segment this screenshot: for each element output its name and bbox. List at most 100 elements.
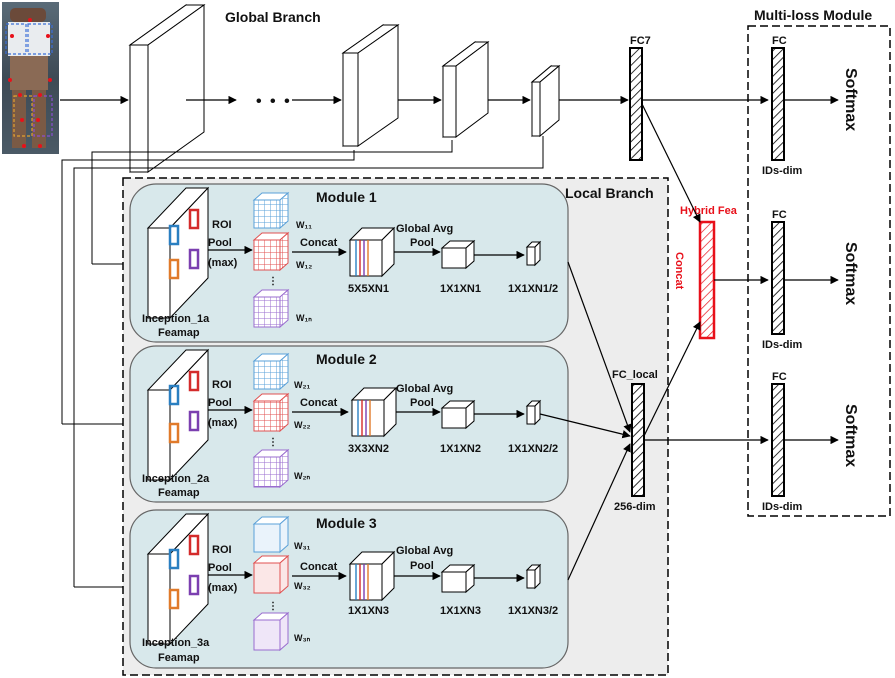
module-3-roi-1: ROI xyxy=(212,544,232,556)
global-branch-title: Global Branch xyxy=(225,9,321,25)
global-conv-block-4 xyxy=(532,66,559,136)
module-1-gap-1: Global Avg xyxy=(396,223,453,235)
module-1-w-bot xyxy=(254,290,288,327)
module-1-roi-3: (max) xyxy=(208,257,238,269)
module-1-title: Module 1 xyxy=(316,189,377,205)
module-2-gap-1: Global Avg xyxy=(396,383,453,395)
module-3-w-bot-label: W₃ₙ xyxy=(294,633,311,643)
module-2-roi-1: ROI xyxy=(212,379,232,391)
module-1-concat: Concat xyxy=(300,237,338,249)
svg-text:⋮: ⋮ xyxy=(268,601,278,612)
fc-local-label: FC_local xyxy=(612,369,658,381)
loss-head-3-dim: IDs-dim xyxy=(762,501,803,513)
module-2-concat-block xyxy=(352,388,396,436)
module-2-w-top xyxy=(254,354,288,389)
module-1-feamap-label-2: Feamap xyxy=(158,327,200,339)
global-conv-block-2 xyxy=(343,25,398,146)
module-3-size-b: 1X1XN3 xyxy=(440,605,481,617)
module-3: Module 3 Inception_3a Feamap ROI Pool (m… xyxy=(130,510,568,668)
global-conv-block-1 xyxy=(130,5,204,172)
loss-head-1-dim: IDs-dim xyxy=(762,165,803,177)
module-2: Module 2 Inception_2a Feamap ROI Pool (m… xyxy=(130,346,568,502)
hybrid-concat-label: Concat xyxy=(673,252,685,290)
local-branch-title: Local Branch xyxy=(565,185,654,201)
loss-head-2-fc-label: FC xyxy=(772,209,787,221)
module-1-gap-2: Pool xyxy=(410,237,434,249)
svg-text:⋮: ⋮ xyxy=(268,437,278,448)
loss-head-3-softmax: Softmax xyxy=(842,404,859,467)
module-3-w-bot xyxy=(254,613,288,650)
hybrid-feature-layer xyxy=(700,222,714,338)
module-3-feamap-label-1: Inception_3a xyxy=(142,637,210,649)
module-2-size-c: 1X1XN2/2 xyxy=(508,443,558,455)
loss-head-2-softmax: Softmax xyxy=(842,242,859,305)
module-2-concat: Concat xyxy=(300,397,338,409)
module-1-size-b: 1X1XN1 xyxy=(440,283,481,295)
module-2-feamap-label-2: Feamap xyxy=(158,487,200,499)
global-conv-block-3 xyxy=(443,42,488,137)
module-2-w-top-label: W₂₁ xyxy=(294,380,310,390)
module-2-gap-block xyxy=(442,401,474,428)
module-1-roi-2: Pool xyxy=(208,237,232,249)
module-2-size-a: 3X3XN2 xyxy=(348,443,389,455)
module-1-roi-1: ROI xyxy=(212,219,232,231)
module-3-gap-2: Pool xyxy=(410,560,434,572)
module-1-w-mid-label: W₁₂ xyxy=(296,260,312,270)
module-1-w-mid xyxy=(254,233,288,270)
module-2-w-bot xyxy=(254,450,288,487)
module-3-size-c: 1X1XN3/2 xyxy=(508,605,558,617)
module-3-w-top xyxy=(254,517,288,552)
module-1-w-top-label: W₁₁ xyxy=(296,220,312,230)
loss-head-1-fc-layer xyxy=(772,48,784,160)
module-2-roi-2: Pool xyxy=(208,397,232,409)
fc7-label: FC7 xyxy=(630,35,651,47)
module-2-size-b: 1X1XN2 xyxy=(440,443,481,455)
global-ellipsis: • • • xyxy=(256,93,292,110)
module-3-gap-1: Global Avg xyxy=(396,545,453,557)
module-3-w-top-label: W₃₁ xyxy=(294,541,311,551)
module-2-feamap-label-1: Inception_2a xyxy=(142,473,210,485)
loss-head-3: FC IDs-dim Softmax xyxy=(762,371,859,513)
module-1-concat-block xyxy=(350,228,394,276)
loss-head-3-fc-label: FC xyxy=(772,371,787,383)
loss-head-2-fc-layer xyxy=(772,222,784,334)
module-1-size-c: 1X1XN1/2 xyxy=(508,283,558,295)
module-1-w-bot-label: W₁ₙ xyxy=(296,313,312,323)
module-3-feamap-label-2: Feamap xyxy=(158,652,200,664)
loss-head-1-fc-label: FC xyxy=(772,35,787,47)
multi-loss-title: Multi-loss Module xyxy=(754,7,872,23)
fc7-layer xyxy=(630,48,642,160)
module-1-w-top xyxy=(254,193,288,228)
module-1-gap-block xyxy=(442,241,474,268)
module-3-w-mid-label: W₃₂ xyxy=(294,581,311,591)
module-2-w-mid xyxy=(254,394,288,431)
module-1: Module 1 Inception_1a Feamap ROI Pool (m… xyxy=(130,184,568,342)
module-2-w-bot-label: W₂ₙ xyxy=(294,471,310,481)
module-1-feamap-label-1: Inception_1a xyxy=(142,313,210,325)
module-2-gap-2: Pool xyxy=(410,397,434,409)
module-2-roi-3: (max) xyxy=(208,417,238,429)
loss-head-1: FC IDs-dim Softmax xyxy=(762,35,859,177)
module-3-roi-2: Pool xyxy=(208,562,232,574)
module-1-size-a: 5X5XN1 xyxy=(348,283,389,295)
module-3-concat-block xyxy=(350,552,394,600)
fc-local-layer xyxy=(632,384,644,496)
fc-local-dim: 256-dim xyxy=(614,501,656,513)
loss-head-3-fc-layer xyxy=(772,384,784,496)
loss-head-1-softmax: Softmax xyxy=(842,68,859,131)
module-3-w-mid xyxy=(254,556,288,593)
loss-head-2: FC IDs-dim Softmax xyxy=(762,209,859,351)
module-3-size-a: 1X1XN3 xyxy=(348,605,389,617)
module-2-w-mid-label: W₂₂ xyxy=(294,420,311,430)
svg-text:⋮: ⋮ xyxy=(268,276,278,287)
module-1-fc-block xyxy=(527,242,540,265)
module-2-title: Module 2 xyxy=(316,351,377,367)
module-3-concat: Concat xyxy=(300,561,338,573)
module-3-gap-block xyxy=(442,565,474,592)
input-person-image xyxy=(2,2,59,154)
module-3-title: Module 3 xyxy=(316,515,377,531)
module-3-roi-3: (max) xyxy=(208,582,238,594)
loss-head-2-dim: IDs-dim xyxy=(762,339,803,351)
module-2-fc-block xyxy=(527,401,540,424)
